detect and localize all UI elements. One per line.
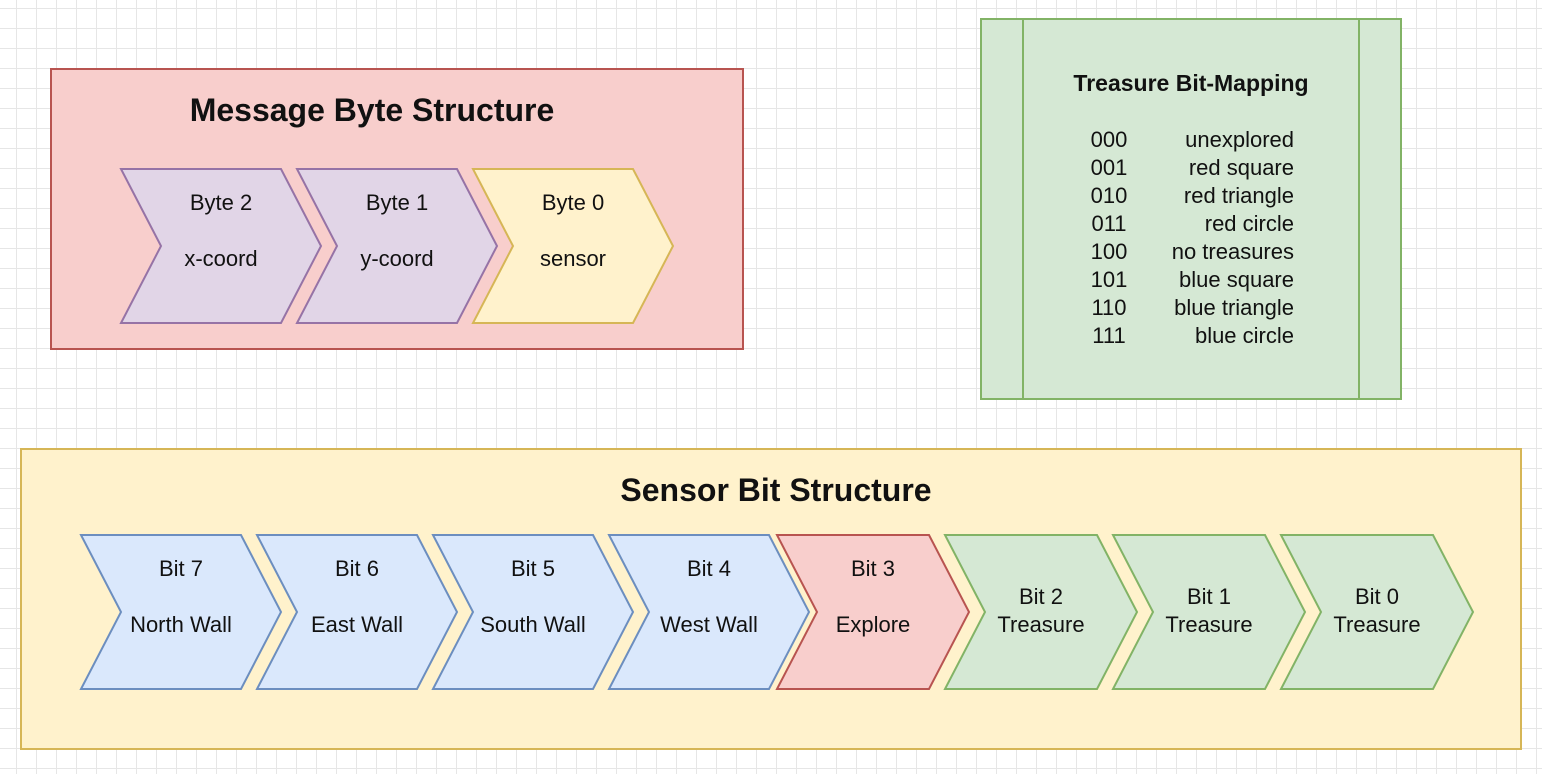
treasure-bit-mapping-title: Treasure Bit-Mapping bbox=[1073, 70, 1309, 96]
treasure-meaning: unexplored bbox=[1185, 127, 1294, 152]
bit-bit-5-chevron-polygon bbox=[431, 534, 635, 690]
bit-bit-4-label: Bit 4 bbox=[686, 556, 732, 581]
bit-bit-2-chevron-polygon bbox=[943, 534, 1139, 690]
bit-bit-4-description: West Wall bbox=[660, 612, 758, 637]
byte-byte-0-chevron: Byte 0 sensor bbox=[471, 168, 675, 324]
treasure-code: 100 bbox=[1090, 239, 1128, 264]
treasure-code: 111 bbox=[1092, 323, 1126, 348]
bit-bit-4-chevron-shape bbox=[607, 534, 811, 690]
bit-bit-0-chevron: Bit 0 Treasure bbox=[1279, 534, 1475, 690]
treasure-mapping-row: 101 blue square bbox=[1074, 266, 1294, 294]
byte-byte-0-chevron-shape bbox=[471, 168, 675, 324]
byte-byte-1-description: y-coord bbox=[360, 246, 434, 271]
treasure-code: 011 bbox=[1091, 211, 1127, 236]
bit-bit-6-chevron: Bit 6 East Wall bbox=[255, 534, 459, 690]
bit-bit-7-chevron-shape bbox=[79, 534, 283, 690]
bit-bit-1-label: Bit 1 bbox=[1186, 584, 1232, 609]
bit-bit-6-label: Bit 6 bbox=[334, 556, 380, 581]
bit-bit-3-label: Bit 3 bbox=[850, 556, 896, 581]
byte-byte-2-label: Byte 2 bbox=[189, 190, 253, 215]
bit-bit-0-label: Bit 0 bbox=[1354, 584, 1400, 609]
bit-bit-2-chevron-shape bbox=[943, 534, 1139, 690]
treasure-meaning: blue circle bbox=[1194, 323, 1294, 348]
treasure-mapping-row: 100 no treasures bbox=[1074, 238, 1294, 266]
treasure-mapping-row: 011 red circle bbox=[1074, 210, 1294, 238]
bit-bit-1-chevron-shape bbox=[1111, 534, 1307, 690]
byte-byte-0-chevron-polygon bbox=[471, 168, 675, 324]
bit-bit-0-chevron-polygon bbox=[1279, 534, 1475, 690]
bit-bit-1-chevron: Bit 1 Treasure bbox=[1111, 534, 1307, 690]
bit-bit-2-chevron: Bit 2 Treasure bbox=[943, 534, 1139, 690]
treasure-meaning: blue square bbox=[1179, 267, 1294, 292]
treasure-code: 101 bbox=[1090, 267, 1128, 292]
treasure-meaning: red square bbox=[1188, 155, 1294, 180]
treasure-mapping-row: 110 blue triangle bbox=[1074, 294, 1294, 322]
treasure-box-left-divider bbox=[1022, 20, 1024, 398]
bit-bit-5-chevron: Bit 5 South Wall bbox=[431, 534, 635, 690]
bit-bit-1-description: Treasure bbox=[1165, 612, 1253, 637]
bit-bit-4-chevron: Bit 4 West Wall bbox=[607, 534, 811, 690]
bit-bit-2-description: Treasure bbox=[997, 612, 1085, 637]
byte-byte-1-chevron-shape bbox=[295, 168, 499, 324]
bit-bit-5-description: South Wall bbox=[480, 612, 586, 637]
bit-bit-0-description: Treasure bbox=[1333, 612, 1421, 637]
bit-bit-1-chevron-polygon bbox=[1111, 534, 1307, 690]
bit-bit-6-description: East Wall bbox=[310, 612, 404, 637]
treasure-meaning: blue triangle bbox=[1174, 295, 1294, 320]
bit-bit-3-chevron-shape bbox=[775, 534, 971, 690]
byte-byte-2-chevron-shape bbox=[119, 168, 323, 324]
treasure-bit-mapping-container bbox=[980, 18, 1402, 400]
bit-bit-3-chevron: Bit 3 Explore bbox=[775, 534, 971, 690]
bit-bit-2-label: Bit 2 bbox=[1018, 584, 1064, 609]
bit-bit-4-chevron-polygon bbox=[607, 534, 811, 690]
bit-bit-3-description: Explore bbox=[835, 612, 911, 637]
bit-bit-7-chevron-polygon bbox=[79, 534, 283, 690]
bit-bit-3-chevron-polygon bbox=[775, 534, 971, 690]
sensor-bit-structure-title: Sensor Bit Structure bbox=[620, 472, 932, 508]
treasure-meaning: red circle bbox=[1204, 211, 1294, 236]
byte-byte-1-chevron-polygon bbox=[295, 168, 499, 324]
treasure-mapping-row: 001 red square bbox=[1074, 154, 1294, 182]
treasure-mapping-row: 010 red triangle bbox=[1074, 182, 1294, 210]
bit-bit-5-label: Bit 5 bbox=[510, 556, 556, 581]
byte-byte-1-label: Byte 1 bbox=[365, 190, 429, 215]
treasure-code: 110 bbox=[1091, 295, 1127, 320]
message-byte-structure-title: Message Byte Structure bbox=[189, 92, 555, 128]
treasure-mapping-row: 000 unexplored bbox=[1074, 126, 1294, 154]
bit-bit-7-label: Bit 7 bbox=[158, 556, 204, 581]
treasure-mapping-row: 111 blue circle bbox=[1074, 322, 1294, 350]
bit-bit-0-chevron-shape bbox=[1279, 534, 1475, 690]
treasure-box-right-divider bbox=[1358, 20, 1360, 398]
treasure-code: 001 bbox=[1090, 155, 1128, 180]
treasure-meaning: no treasures bbox=[1171, 239, 1294, 264]
bit-bit-7-description: North Wall bbox=[130, 612, 232, 637]
bit-bit-6-chevron-polygon bbox=[255, 534, 459, 690]
bit-bit-7-chevron: Bit 7 North Wall bbox=[79, 534, 283, 690]
byte-byte-1-chevron: Byte 1 y-coord bbox=[295, 168, 499, 324]
treasure-code: 000 bbox=[1090, 127, 1128, 152]
byte-byte-0-description: sensor bbox=[539, 246, 607, 271]
byte-byte-2-description: x-coord bbox=[184, 246, 258, 271]
byte-byte-0-label: Byte 0 bbox=[541, 190, 605, 215]
bit-bit-6-chevron-shape bbox=[255, 534, 459, 690]
treasure-code: 010 bbox=[1090, 183, 1128, 208]
byte-byte-2-chevron-polygon bbox=[119, 168, 323, 324]
byte-byte-2-chevron: Byte 2 x-coord bbox=[119, 168, 323, 324]
treasure-meaning: red triangle bbox=[1183, 183, 1294, 208]
bit-bit-5-chevron-shape bbox=[431, 534, 635, 690]
